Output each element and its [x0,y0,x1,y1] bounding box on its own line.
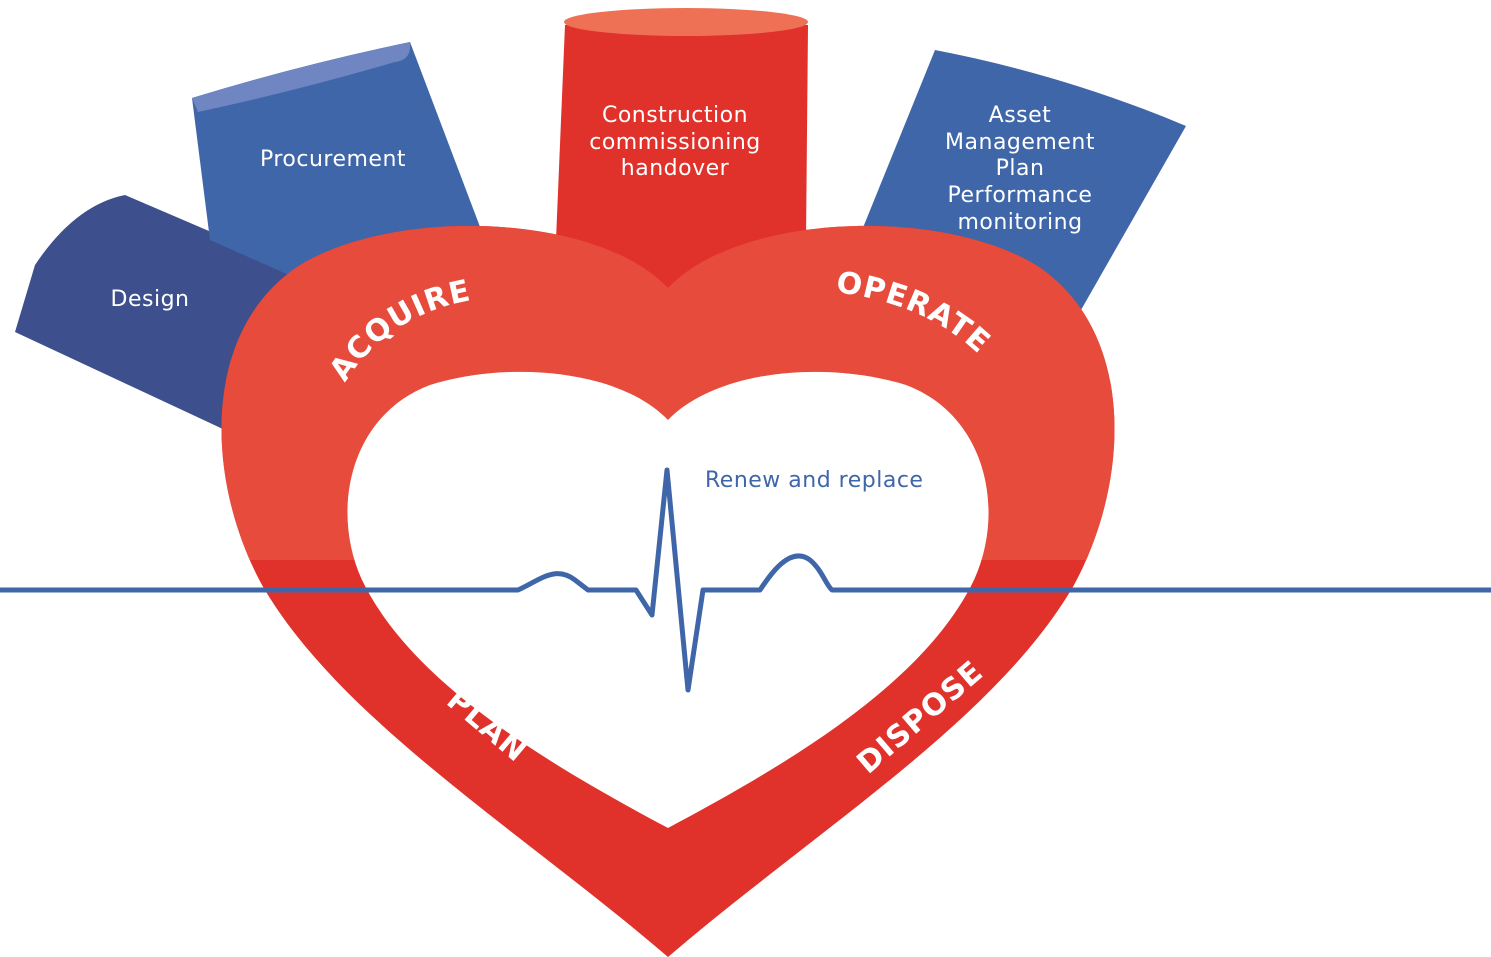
asset-label-line-1: Asset [989,103,1052,128]
asset-label-line-4: Performance [948,183,1093,208]
procurement-vessel-top [192,42,411,112]
heart-inner [347,371,989,828]
construction-vessel-shape [556,25,808,290]
construction-vessel-top [564,8,808,36]
procurement-vessel-shape [192,42,485,280]
construction-label-line-2: commissioning [589,130,761,155]
heartbeat: Renew and replace [0,467,1491,693]
construction-vessel: Construction commissioning handover [556,8,808,290]
asset-label-line-2: Management [945,130,1095,155]
procurement-vessel: Procurement [192,42,485,280]
construction-label-line-3: handover [621,156,730,181]
heartbeat-pulse [515,467,1491,693]
renew-replace-label: Renew and replace [705,468,923,493]
procurement-label: Procurement [260,147,406,172]
design-label: Design [111,287,190,312]
asset-label-line-3: Plan [996,156,1045,181]
asset-label-line-5: monitoring [957,210,1082,235]
construction-label-line-1: Construction [602,103,748,128]
